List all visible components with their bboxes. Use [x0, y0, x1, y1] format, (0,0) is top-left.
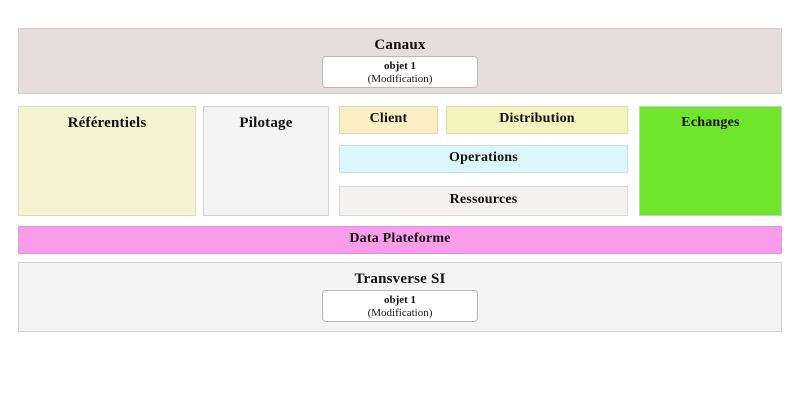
block-ressources-title: Ressources [449, 192, 518, 207]
canaux-objet-name: objet 1 [383, 60, 417, 72]
canaux-objet-state: (Modification) [367, 73, 433, 85]
block-pilotage[interactable]: Pilotage [203, 106, 329, 216]
canaux-objet-chip[interactable]: objet 1 (Modification) [322, 56, 478, 88]
band-transverse-si-title: Transverse SI [354, 271, 446, 287]
block-echanges-title: Echanges [681, 115, 740, 130]
band-data-plateforme[interactable]: Data Plateforme [18, 226, 782, 254]
block-ressources[interactable]: Ressources [339, 186, 628, 216]
block-referentiels[interactable]: Référentiels [18, 106, 196, 216]
block-referentiels-title: Référentiels [67, 115, 147, 131]
block-operations[interactable]: Operations [339, 145, 628, 173]
block-client[interactable]: Client [339, 106, 438, 134]
block-client-title: Client [369, 111, 408, 126]
transverse-objet-chip[interactable]: objet 1 (Modification) [322, 290, 478, 322]
band-canaux[interactable]: Canaux objet 1 (Modification) [18, 28, 782, 94]
block-distribution[interactable]: Distribution [446, 106, 628, 134]
band-canaux-title: Canaux [374, 37, 426, 53]
transverse-objet-name: objet 1 [383, 294, 417, 306]
block-distribution-title: Distribution [499, 111, 575, 126]
band-data-plateforme-title: Data Plateforme [349, 231, 451, 246]
transverse-objet-state: (Modification) [367, 307, 433, 319]
band-transverse-si[interactable]: Transverse SI objet 1 (Modification) [18, 262, 782, 332]
block-operations-title: Operations [449, 150, 518, 165]
block-pilotage-title: Pilotage [239, 115, 293, 131]
block-echanges[interactable]: Echanges [639, 106, 782, 216]
